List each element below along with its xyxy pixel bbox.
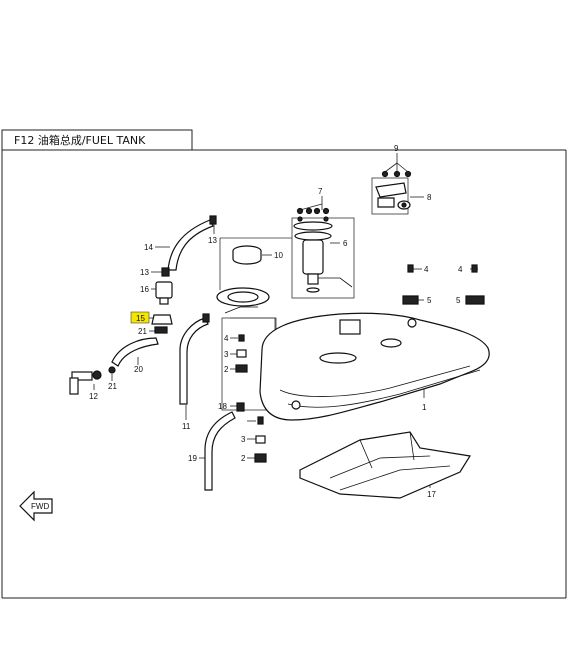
callout-5-right-a: 5 — [427, 296, 432, 305]
callout-12: 12 — [89, 392, 98, 401]
callout-21-lower: 21 — [108, 382, 117, 391]
fwd-arrow-icon: FWD — [19, 490, 53, 522]
callout-21-upper: 21 — [138, 327, 147, 336]
callout-20: 20 — [134, 365, 143, 374]
callout-16: 16 — [140, 285, 149, 294]
svg-text:FWD: FWD — [31, 502, 49, 511]
page-title: F12 油箱总成/FUEL TANK — [14, 133, 146, 147]
filler-cap — [232, 245, 262, 265]
callout-2-lower: 2 — [241, 454, 246, 463]
callout-4-left: 4 — [224, 334, 229, 343]
hose-14 — [167, 215, 217, 271]
callout-labels: 9 7 8 6 10 13 14 13 16 15 21 20 21 12 11… — [89, 144, 463, 499]
mounting-hardware — [235, 264, 485, 463]
callout-14: 14 — [144, 243, 153, 252]
hose-19 — [204, 402, 245, 491]
callout-13-top: 13 — [208, 236, 217, 245]
callout-17: 17 — [427, 490, 436, 499]
callout-3-lower: 3 — [241, 435, 246, 444]
callout-19: 19 — [188, 454, 197, 463]
callout-9: 9 — [394, 144, 399, 153]
callout-4-right-a: 4 — [424, 265, 429, 274]
hose-11 — [179, 313, 210, 405]
callout-11: 11 — [182, 422, 191, 431]
fuel-filter-stack — [151, 267, 173, 334]
fuel-tank — [259, 312, 490, 421]
pump-bolts — [296, 207, 330, 222]
callout-15: 15 — [136, 314, 145, 323]
callout-3-upper: 3 — [224, 350, 229, 359]
callout-10: 10 — [274, 251, 283, 260]
callout-5-right-b: 5 — [456, 296, 461, 305]
sensor-bracket — [375, 170, 412, 210]
filler-ring — [216, 287, 270, 314]
highlighted-callout-box — [130, 311, 150, 324]
callout-2-upper: 2 — [224, 365, 229, 374]
callout-13-mid: 13 — [140, 268, 149, 277]
fuel-pump-assembly — [293, 207, 353, 293]
callout-8: 8 — [427, 193, 432, 202]
callout-7: 7 — [318, 187, 323, 196]
title-block: F12 油箱总成/FUEL TANK — [1, 129, 567, 599]
callout-18: 18 — [218, 402, 227, 411]
callout-1: 1 — [422, 403, 427, 412]
connector-12 — [69, 366, 116, 395]
hose-20 — [111, 337, 159, 367]
heat-shield — [299, 431, 471, 499]
callout-4-right-b: 4 — [458, 265, 463, 274]
callout-6: 6 — [343, 239, 348, 248]
